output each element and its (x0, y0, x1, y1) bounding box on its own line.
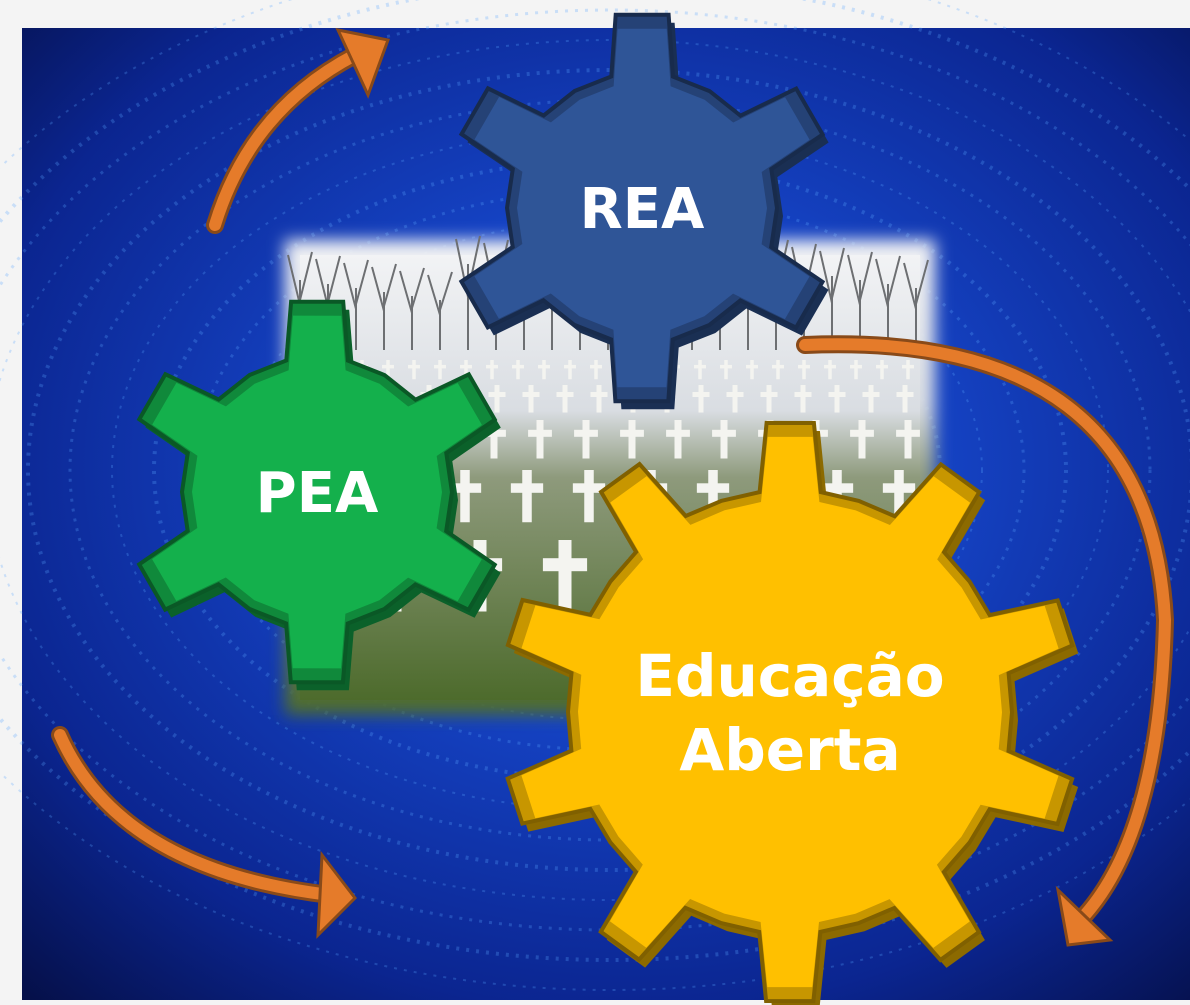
gear-face (152, 315, 482, 669)
gear-pea: PEA (136, 299, 501, 691)
arrow-bottom-left (51, 726, 357, 939)
gear-label-rea: REA (580, 177, 705, 242)
cycle-arrows (51, 27, 1175, 947)
gear-label-pea: PEA (256, 461, 379, 526)
gear-rea: REA (458, 12, 829, 410)
gear-face (474, 28, 810, 388)
arrow-right (796, 335, 1175, 947)
gear-face (521, 436, 1059, 988)
arrow-top-left (206, 27, 391, 234)
gear-label-educacao-aberta: Educação (635, 642, 944, 710)
gear-label-educacao-aberta: Aberta (679, 716, 900, 784)
